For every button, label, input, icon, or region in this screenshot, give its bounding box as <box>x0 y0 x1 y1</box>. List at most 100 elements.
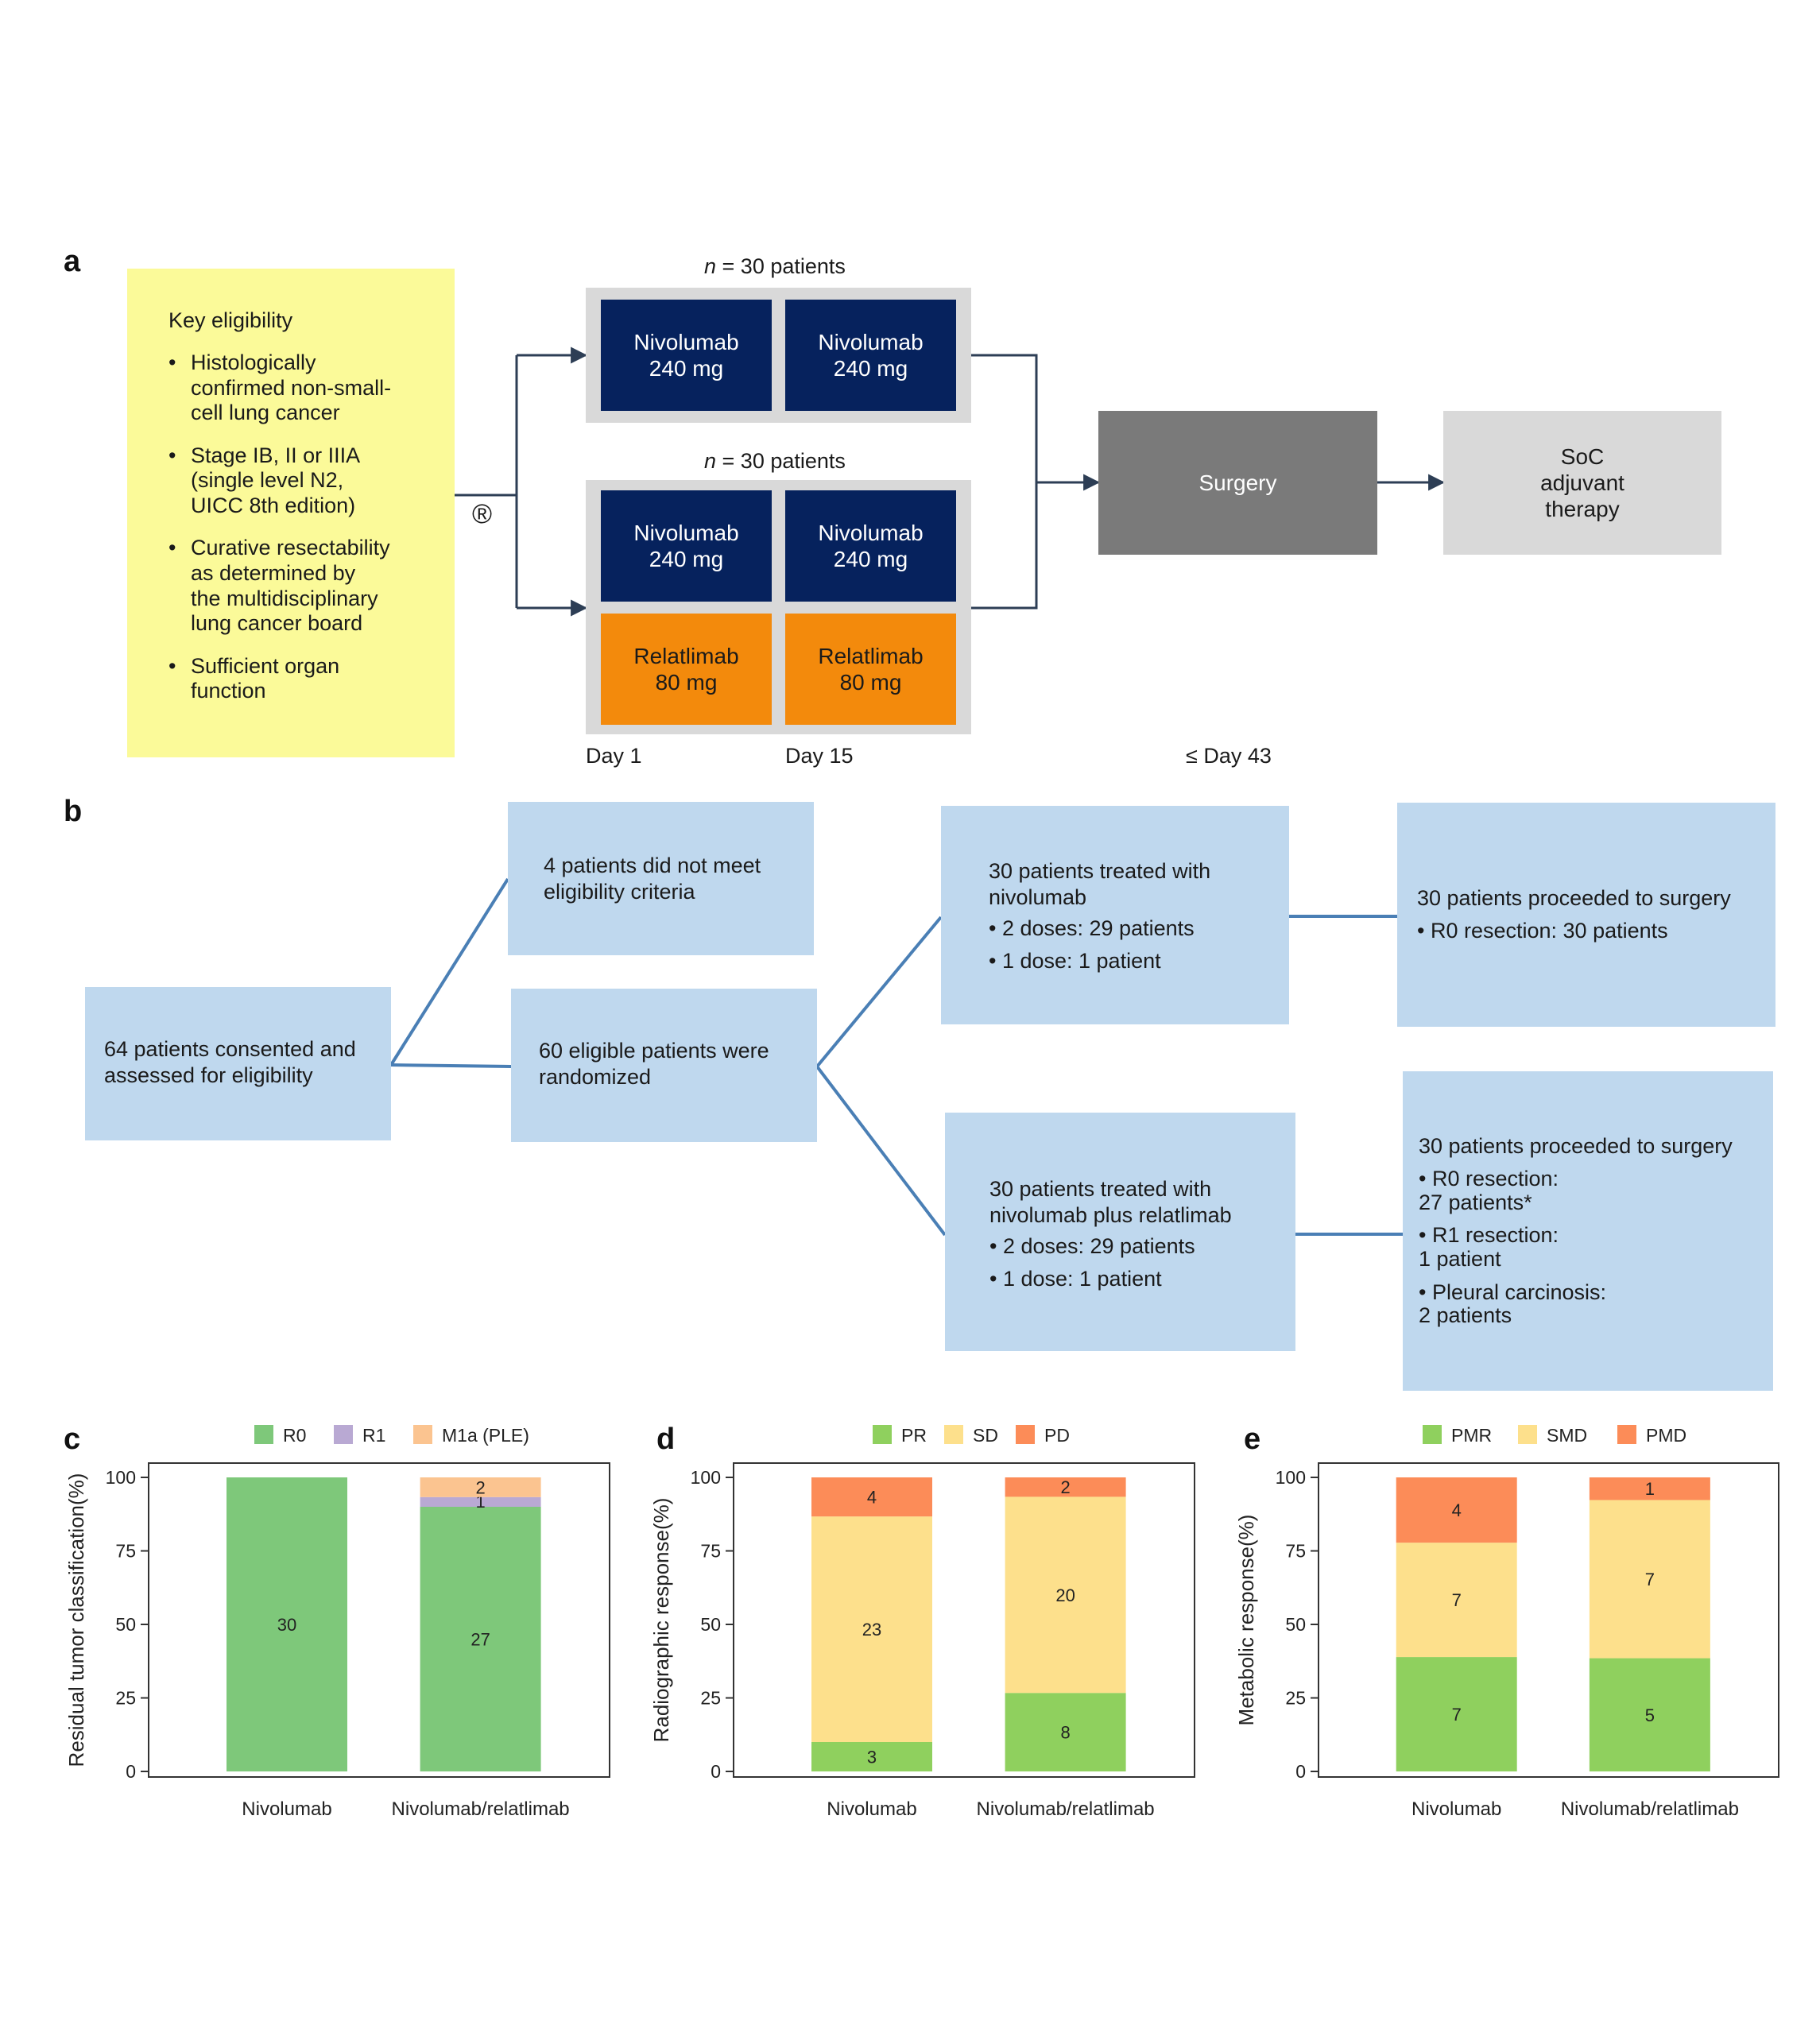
legend-swatch <box>873 1425 892 1444</box>
connector-randomized-combo <box>815 1065 947 1237</box>
bar-count-label: 3 <box>867 1748 877 1767</box>
legend-label: PMD <box>1646 1425 1686 1446</box>
treated-nivo-title: 30 patients treated with nivolumab <box>989 859 1211 909</box>
bar-segment <box>1589 1477 1710 1500</box>
bar-segment <box>811 1516 932 1742</box>
bar-count-label: 2 <box>1060 1477 1070 1497</box>
treated-combo-bullet: • 1 dose: 1 patient <box>989 1266 1162 1291</box>
arm2-n-rest: = 30 patients <box>716 449 846 473</box>
legend-label: M1a (PLE) <box>442 1425 529 1446</box>
eligibility-list: Histologically confirmed non-small- cell… <box>168 350 431 704</box>
panel-a-letter: a <box>64 245 81 278</box>
bar-count-label: 2 <box>475 1477 485 1497</box>
treated-nivo-bullet: • 2 doses: 29 patients <box>989 916 1195 940</box>
consented-box: 64 patients consented and assessed for e… <box>85 987 391 1140</box>
y-axis-label: Radiographic response(%) <box>649 1498 673 1743</box>
plot-frame <box>148 1462 610 1778</box>
y-tick-label: 0 <box>711 1761 721 1782</box>
y-tick-label: 50 <box>700 1614 721 1635</box>
y-tick-label: 25 <box>700 1688 721 1709</box>
surgery-combo-bullet: • R1 resection: 1 patient <box>1419 1223 1559 1271</box>
bar-count-label: 23 <box>862 1620 881 1640</box>
arm2-nivo1: Nivolumab 240 mg <box>601 490 772 602</box>
connector-consented-noteligible <box>389 877 509 1067</box>
arm1-dose2: Nivolumab 240 mg <box>785 300 956 411</box>
legend-label: SD <box>973 1425 998 1446</box>
connector-consented-randomized <box>390 1063 512 1068</box>
legend-swatch <box>1617 1425 1636 1444</box>
bar-count-label: 27 <box>470 1630 490 1650</box>
bar-segment <box>1005 1693 1126 1771</box>
panel-c-letter: c <box>64 1423 81 1456</box>
dose-amount: 80 mg <box>839 670 902 695</box>
day1-label: Day 1 <box>586 744 642 768</box>
soc-box: SoC adjuvant therapy <box>1443 411 1721 555</box>
y-axis-label: Metabolic response(%) <box>1234 1515 1258 1726</box>
consented-text: 64 patients consented and assessed for e… <box>104 1037 356 1087</box>
dose-drug: Relatlimab <box>633 643 739 668</box>
panel-e-letter: e <box>1244 1423 1261 1456</box>
dose-drug: Nivolumab <box>633 329 739 354</box>
surgery-nivo-bullet: • R0 resection: 30 patients <box>1417 918 1668 943</box>
bar-count-label: 4 <box>1452 1500 1462 1520</box>
randomized-box: 60 eligible patients were randomized <box>511 989 817 1142</box>
y-tick-label: 75 <box>700 1541 721 1562</box>
surgery-box: Surgery <box>1098 411 1377 555</box>
x-tick-label: Nivolumab/relatlimab <box>392 1798 570 1820</box>
treated-nivo-box: 30 patients treated with nivolumab • 2 d… <box>941 806 1289 1024</box>
randomized-text: 60 eligible patients were randomized <box>539 1039 769 1089</box>
x-tick-label: Nivolumab/relatlimab <box>1561 1798 1739 1820</box>
legend-swatch <box>1423 1425 1442 1444</box>
bar-count-label: 1 <box>1645 1479 1655 1499</box>
bar-segment <box>811 1477 932 1517</box>
eligibility-box: Key eligibility Histologically confirmed… <box>127 269 455 757</box>
dose-amount: 240 mg <box>833 547 908 571</box>
y-tick-label: 100 <box>106 1467 136 1488</box>
day43-label: ≤ Day 43 <box>1186 744 1272 768</box>
eligibility-item: Sufficient organ function <box>168 654 431 704</box>
bar-count-label: 8 <box>1060 1723 1070 1743</box>
y-tick-label: 100 <box>1276 1467 1306 1488</box>
bar-segment <box>420 1477 541 1497</box>
arm2-n-label: n = 30 patients <box>704 449 846 474</box>
arm1-n-rest: = 30 patients <box>716 254 846 278</box>
treated-combo-box: 30 patients treated with nivolumab plus … <box>945 1113 1295 1351</box>
arm2-rela1: Relatlimab 80 mg <box>601 614 772 725</box>
legend-swatch <box>944 1425 963 1444</box>
y-tick-label: 0 <box>1295 1761 1306 1782</box>
bar-count-label: 7 <box>1452 1705 1462 1725</box>
day15-label: Day 15 <box>785 744 854 768</box>
legend-label: PR <box>901 1425 927 1446</box>
dose-drug: Nivolumab <box>633 520 739 545</box>
soc-line: SoC <box>1560 443 1605 469</box>
eligibility-title: Key eligibility <box>168 308 293 332</box>
bar-count-label: 5 <box>1645 1705 1655 1725</box>
arm2-rela2: Relatlimab 80 mg <box>785 614 956 725</box>
bar-segment <box>227 1477 347 1771</box>
panel-d-letter: d <box>656 1423 676 1456</box>
arm1-n-label: n = 30 patients <box>704 254 846 279</box>
arm2-n-italic: n <box>704 449 717 473</box>
bar-segment <box>420 1496 541 1507</box>
randomization-symbol: ® <box>472 499 493 529</box>
legend-label: PD <box>1044 1425 1070 1446</box>
surgery-combo-box: 30 patients proceeded to surgery • R0 re… <box>1403 1071 1773 1391</box>
soc-line: therapy <box>1545 497 1620 522</box>
dose-amount: 240 mg <box>649 547 724 571</box>
not-eligible-box: 4 patients did not meet eligibility crit… <box>508 802 814 955</box>
y-tick-label: 25 <box>115 1688 136 1709</box>
y-tick-label: 50 <box>115 1614 136 1635</box>
bar-count-label: 4 <box>867 1488 877 1508</box>
eligibility-item: Curative resectability as determined by … <box>168 536 431 636</box>
arm1-dose1: Nivolumab 240 mg <box>601 300 772 411</box>
dose-amount: 80 mg <box>655 670 718 695</box>
legend-swatch <box>413 1425 432 1444</box>
arm2-nivo2: Nivolumab 240 mg <box>785 490 956 602</box>
x-tick-label: Nivolumab <box>1411 1798 1501 1820</box>
panel-a-arrows <box>455 346 1446 617</box>
legend-swatch <box>1016 1425 1035 1444</box>
x-tick-label: Nivolumab <box>242 1798 331 1820</box>
bar-segment <box>1396 1543 1517 1658</box>
dose-drug: Nivolumab <box>818 329 924 354</box>
